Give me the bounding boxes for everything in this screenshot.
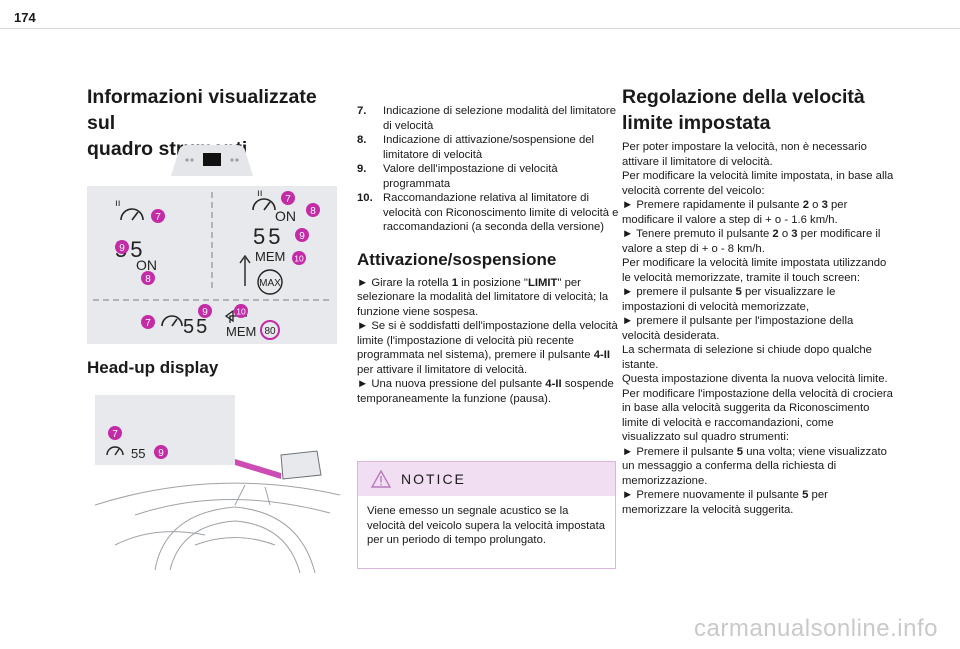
hud-speed-value: 55	[131, 446, 145, 461]
paragraph: ► Se si è soddisfatti dell'impostazione …	[357, 320, 618, 376]
callout-9: 9	[154, 445, 168, 459]
callout-7: 7	[151, 209, 165, 223]
heading-line: limite impostata	[622, 112, 771, 134]
paragraph: ► Una nuova pressione del pulsante 4-II …	[357, 378, 614, 405]
svg-text:7: 7	[285, 194, 291, 205]
dashboard-locator-icon	[171, 145, 253, 176]
paragraph: Per modificare l'impostazione della velo…	[622, 387, 893, 444]
section-heading-activation: Attivazione/sospensione	[357, 249, 557, 269]
svg-text:9: 9	[119, 243, 125, 254]
speed-limit-sign: 80	[264, 326, 276, 337]
svg-text:ıı: ıı	[115, 198, 121, 209]
limiter-bottom-bar: 55 MEM 80	[161, 309, 280, 340]
paragraph: ► Girare la rotella 1 in posizione "LIMI…	[357, 276, 609, 318]
paragraph: Per modificare la velocità limite impost…	[622, 170, 894, 197]
dashboard-line-art	[95, 482, 340, 574]
callout-9: 9	[295, 228, 309, 242]
head-up-section: Head-up display	[87, 357, 337, 379]
hud-projector	[280, 450, 322, 480]
svg-text:55: 55	[253, 224, 283, 249]
svg-text:10: 10	[294, 254, 304, 264]
header-divider	[0, 28, 960, 29]
list-item: 10.Raccomandazione relativa al limitator…	[357, 192, 619, 233]
paragraph: La schermata di selezione si chiude dopo…	[622, 344, 872, 371]
max-label: MAX	[259, 278, 281, 289]
mem-label: MEM	[226, 324, 256, 339]
callout-9: 9	[198, 304, 212, 318]
paragraph: Per modificare la velocità limite impost…	[622, 257, 887, 284]
paragraph: ► premere il pulsante per l'impostazione…	[622, 315, 854, 342]
column-right: Regolazione della velocità limite impost…	[622, 84, 894, 517]
warning-triangle-icon	[371, 470, 391, 488]
svg-text:8: 8	[310, 206, 316, 217]
svg-text:7: 7	[155, 212, 161, 223]
callout-7: 7	[141, 315, 155, 329]
on-label: ON	[275, 208, 296, 224]
list-item: 9.Valore dell'impostazione di velocità p…	[357, 163, 558, 190]
svg-text:ıı: ıı	[257, 188, 263, 199]
notice-title: NOTICE	[401, 471, 466, 487]
section-heading-head-up: Head-up display	[87, 358, 219, 377]
callout-7: 7	[108, 426, 122, 440]
svg-text:9: 9	[158, 448, 164, 459]
svg-text:9: 9	[299, 231, 305, 242]
paragraph: ► premere il pulsante 5 per visualizzare…	[622, 286, 836, 313]
legend-list: 7.Indicazione di selezione modalità del …	[357, 104, 619, 235]
callout-7: 7	[281, 191, 295, 205]
paragraph: ► Tenere premuto il pulsante 2 o 3 per m…	[622, 228, 881, 255]
paragraph: ► Premere rapidamente il pulsante 2 o 3 …	[622, 199, 848, 226]
svg-text:8: 8	[145, 274, 151, 285]
section-heading-adjust-speed: Regolazione della velocità limite impost…	[622, 84, 894, 136]
svg-text:7: 7	[145, 318, 151, 329]
limiter-panel-right: ıı ON 55 MEM MAX	[239, 188, 296, 295]
instrument-cluster-figure: ıı 55 ON 7 9 8 ıı ON 55 MEM MAX 7 8 9	[87, 145, 337, 344]
mem-label: MEM	[255, 249, 285, 264]
callout-10: 10	[234, 304, 248, 318]
callout-8: 8	[141, 271, 155, 285]
column-middle: 7.Indicazione di selezione modalità del …	[357, 104, 619, 406]
notice-text: Viene emesso un segnale acustico se la v…	[367, 505, 605, 546]
watermark: carmanualsonline.info	[694, 615, 938, 642]
callout-9: 9	[115, 240, 129, 254]
list-item: 7.Indicazione di selezione modalità del …	[357, 105, 616, 132]
svg-text:7: 7	[112, 429, 118, 440]
svg-text:55: 55	[183, 316, 209, 338]
paragraph: Per poter impostare la velocità, non è n…	[622, 141, 867, 168]
heading-line: Regolazione della velocità	[622, 86, 865, 108]
svg-text:9: 9	[202, 307, 208, 318]
on-label: ON	[136, 257, 157, 273]
heading-line: Informazioni visualizzate sul	[87, 86, 317, 134]
paragraph: Questa impostazione diventa la nuova vel…	[622, 373, 888, 385]
paragraph: ► Premere nuovamente il pulsante 5 per m…	[622, 489, 828, 516]
head-up-display-figure: 55 7 9	[95, 395, 340, 574]
notice-header: NOTICE	[358, 462, 615, 496]
svg-text:10: 10	[236, 307, 246, 317]
notice-box: NOTICE Viene emesso un segnale acustico …	[357, 461, 616, 569]
paragraph: ► Premere il pulsante 5 una volta; viene…	[622, 445, 887, 487]
callout-8: 8	[306, 203, 320, 217]
callout-10: 10	[292, 251, 306, 265]
page-number: 174	[14, 10, 36, 25]
list-item: 8.Indicazione di attivazione/sospensione…	[357, 134, 595, 161]
